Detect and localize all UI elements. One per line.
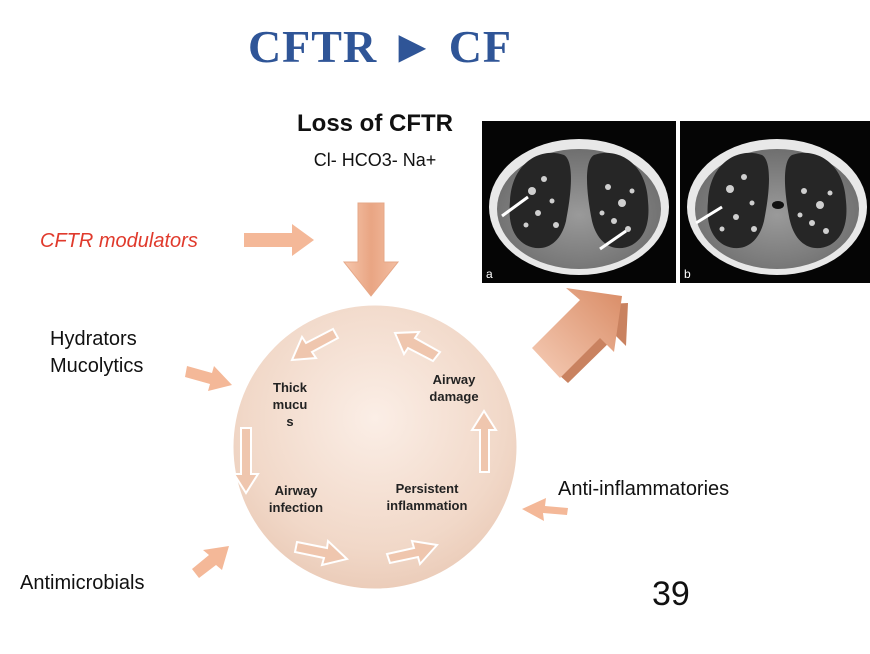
- loss-of-cftr-heading: Loss of CFTR: [297, 110, 453, 137]
- hydrators-arrow: [185, 366, 232, 391]
- cycle-node-line: Airway: [432, 372, 476, 387]
- anti-inflammatories-label: Anti-inflammatories: [558, 478, 730, 500]
- ct-panel-b: b: [680, 121, 870, 283]
- cycle-arrow-top-left: [290, 327, 340, 362]
- cycle-node-line: Airway: [274, 483, 318, 498]
- cycle-circle: [230, 302, 520, 592]
- cycle-arrow-top-right: [393, 330, 442, 363]
- modulators-arrow: [244, 224, 314, 256]
- chest-ct-images: a b: [482, 121, 870, 283]
- cycle-node-line: s: [286, 414, 294, 429]
- antimicrobials-label: Antimicrobials: [20, 572, 145, 594]
- ct-label-a: a: [486, 267, 493, 281]
- down-arrow: [342, 202, 400, 297]
- mucolytics-label: Mucolytics: [50, 355, 144, 377]
- ct-panel-a: a: [482, 121, 676, 283]
- ion-list: Cl- HCO3- Na+: [313, 150, 437, 170]
- slide-number: 39: [652, 575, 690, 613]
- cycle-arrow-right: [470, 409, 498, 473]
- cycle-node-line: Persistent: [395, 481, 459, 496]
- cycle-arrow-bottom-left: [293, 538, 350, 567]
- anti-inflammatories-arrow: [522, 498, 568, 521]
- slide-title: CFTR ► CF: [247, 21, 513, 72]
- antimicrobials-arrow: [192, 546, 229, 578]
- cycle-arrow-left: [232, 427, 260, 495]
- cycle-arrow-bottom-right: [385, 539, 439, 567]
- cycle-node-line: infection: [268, 500, 324, 515]
- cycle-node-line: mucu: [272, 397, 308, 412]
- ct-scan-drawing: a b: [482, 121, 870, 283]
- cycle-node-persistent-inflammation: Persistent inflammation: [372, 480, 482, 514]
- cycle-node-line: inflammation: [386, 498, 468, 513]
- hydrators-mucolytics-label: Hydrators Mucolytics: [50, 326, 143, 380]
- hydrators-label: Hydrators: [50, 328, 137, 350]
- ct-label-b: b: [684, 267, 691, 281]
- cftr-modulators-label: CFTR modulators: [40, 230, 198, 252]
- cycle-node-airway-damage: Airway damage: [418, 371, 490, 405]
- cycle-node-line: damage: [429, 389, 479, 404]
- cycle-node-airway-infection: Airway infection: [254, 482, 338, 516]
- cycle-node-thick-mucus: Thick mucu s: [262, 379, 318, 430]
- cycle-node-line: Thick: [273, 380, 307, 395]
- outcome-arrow: [532, 288, 628, 383]
